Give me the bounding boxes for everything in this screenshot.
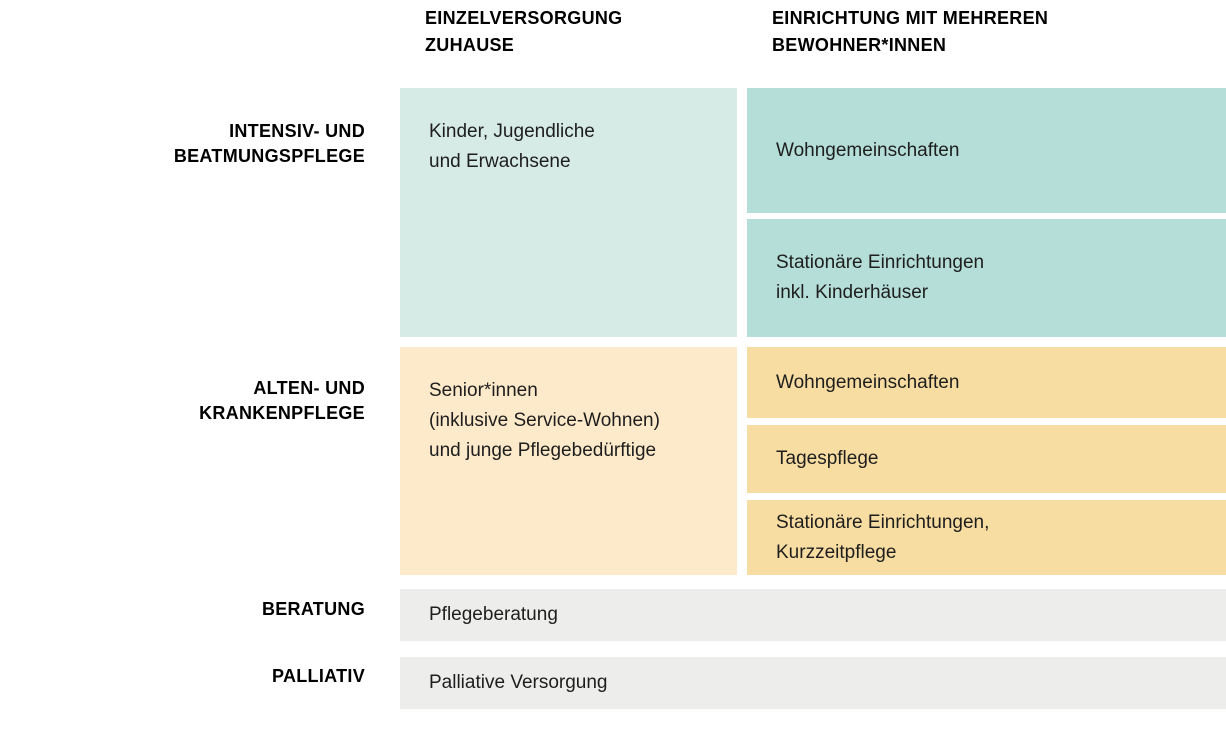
column-header-einrichtung-mehrere-bewohner: EINRICHTUNG MIT MEHREREN BEWOHNER*INNEN — [772, 8, 1049, 55]
cell-alten-facility-tagespflege: Tagespflege — [747, 425, 1226, 493]
row-label-beratung: BERATUNG — [261, 599, 365, 619]
cell-beratung-pflegeberatung: Pflegeberatung — [400, 589, 1226, 641]
cell-alten-facility-stationaere-einrichtungen-kurzzeitpflege: Stationäre Einrichtungen, Kurzzeitpflege — [747, 500, 1226, 575]
cell-palliativ-palliative-versorgung: Palliative Versorgung — [400, 657, 1226, 709]
cell-intensiv-home-kinder-jugendliche-erwachsene: Kinder, Jugendliche und Erwachsene — [400, 88, 737, 337]
column-header-einzelversorgung-zuhause: EINZELVERSORGUNG ZUHAUSE — [425, 8, 623, 55]
row-label-palliativ: PALLIATIV — [271, 666, 365, 686]
row-label-alten-und-krankenpflege: ALTEN- UND KRANKENPFLEGE — [199, 378, 365, 423]
cell-alten-home-seniorinnen-service-wohnen: Senior*innen (inklusive Service-Wohnen) … — [400, 347, 737, 575]
cell-intensiv-facility-stationaere-einrichtungen-kinderhaeuser: Stationäre Einrichtungen inkl. Kinderhäu… — [747, 219, 1226, 337]
cell-alten-facility-wohngemeinschaften: Wohngemeinschaften — [747, 347, 1226, 418]
cell-intensiv-facility-wohngemeinschaften: Wohngemeinschaften — [747, 88, 1226, 213]
row-label-intensiv-und-beatmungspflege: INTENSIV- UND BEATMUNGSPFLEGE — [173, 121, 365, 166]
